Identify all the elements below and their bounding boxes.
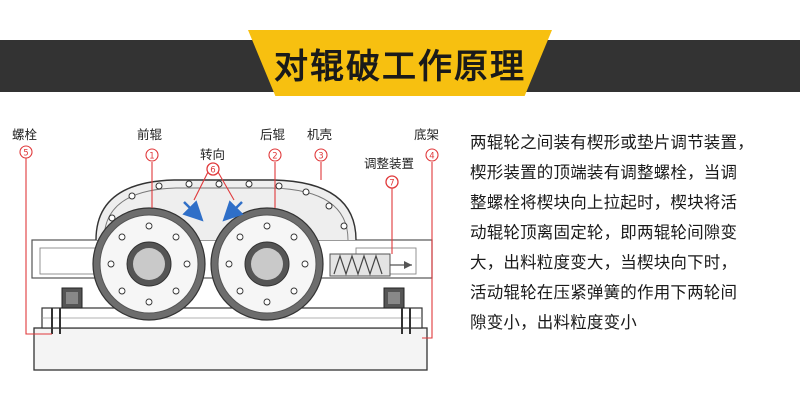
svg-text:6: 6 (210, 166, 215, 176)
description-line: 整螺栓将楔块向上拉起时，楔块将活 (470, 193, 738, 212)
svg-text:4: 4 (429, 152, 434, 162)
description-line: 隙变小，出料粒度变小 (470, 313, 637, 332)
title-tab: 对辊破工作原理 (248, 30, 552, 96)
callout-lines (25, 158, 433, 339)
badge-base: 4 (425, 148, 439, 162)
svg-text:3: 3 (318, 152, 323, 162)
description-text: 两辊轮之间装有楔形或垫片调节装置， 楔形装置的顶端装有调整螺栓，当调 整螺栓将楔… (470, 128, 794, 338)
diagram-svg: 螺栓 前辊 转向 后辊 机壳 调整装置 底架 5 1 6 2 (12, 127, 439, 371)
front-roller (92, 207, 206, 321)
badge-bolt: 5 (19, 145, 33, 159)
description-line: 大，出料粒度变大，当楔块向下时， (470, 253, 738, 272)
description-line: 动辊轮顶离固定轮，即两辊轮间隙变 (470, 223, 738, 242)
rotation-arrows (182, 200, 244, 222)
badge-rear-roller: 2 (268, 148, 282, 162)
svg-text:2: 2 (272, 152, 277, 162)
rear-roller (210, 207, 324, 321)
label-rear-roller: 后辊 (260, 127, 286, 142)
badge-rotation: 6 (206, 162, 220, 176)
label-casing: 机壳 (307, 127, 332, 142)
badge-casing: 3 (314, 148, 328, 162)
label-base: 底架 (414, 127, 439, 142)
adjuster-spring (329, 253, 412, 277)
base-frame (33, 307, 428, 371)
diagram-labels: 螺栓 前辊 转向 后辊 机壳 调整装置 底架 (12, 127, 439, 171)
badge-front-roller: 1 (145, 148, 159, 162)
badge-adjuster: 7 (385, 175, 399, 189)
machine-diagram: 螺栓 前辊 转向 后辊 机壳 调整装置 底架 5 1 6 2 (4, 122, 457, 394)
svg-text:5: 5 (23, 149, 28, 159)
label-adjuster: 调整装置 (364, 156, 414, 171)
description-line: 活动辊轮在压紧弹簧的作用下两轮间 (470, 283, 738, 302)
top-strip (0, 0, 800, 22)
svg-text:7: 7 (389, 179, 394, 189)
description-line: 两辊轮之间装有楔形或垫片调节装置， (470, 133, 754, 152)
number-badges: 5 1 6 2 3 7 4 (19, 145, 439, 189)
label-rotation: 转向 (200, 147, 225, 162)
label-bolt: 螺栓 (12, 127, 38, 142)
page-title: 对辊破工作原理 (274, 46, 526, 87)
bearing-blocks (51, 287, 411, 334)
svg-text:1: 1 (149, 152, 154, 162)
label-front-roller: 前辊 (137, 127, 163, 142)
description-line: 楔形装置的顶端装有调整螺栓，当调 (470, 163, 738, 182)
